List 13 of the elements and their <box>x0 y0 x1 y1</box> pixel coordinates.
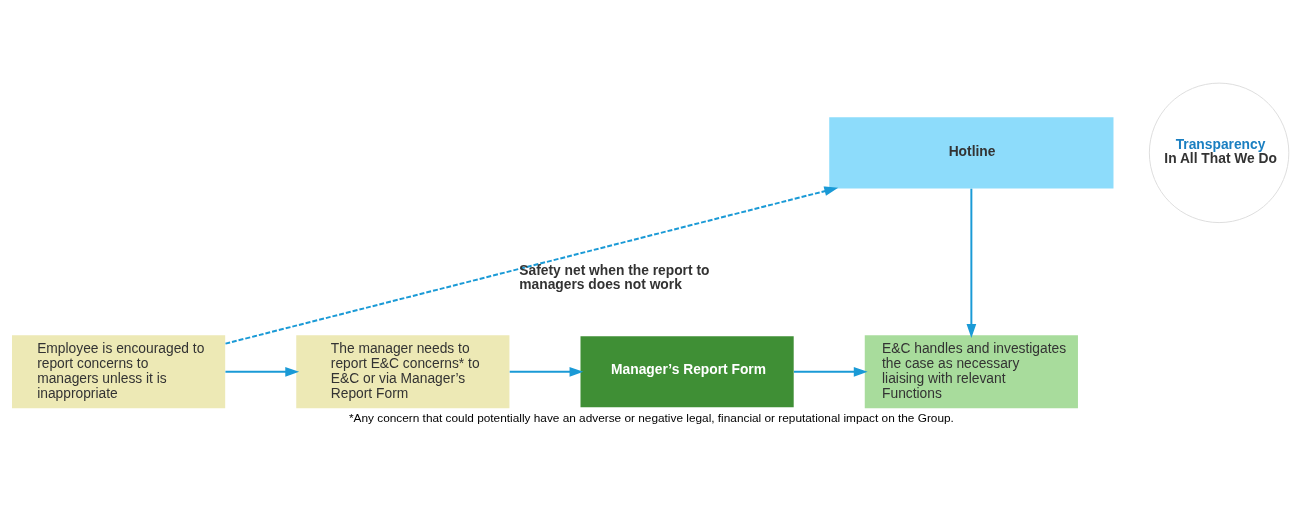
arrow <box>224 186 839 345</box>
node-box: Employee is encouraged to report concerns to managers unless it is inappropriate <box>12 335 226 409</box>
arrow <box>224 366 300 377</box>
caption: *Any concern that could potentially have an adverse or negative legal, financial or reputational impact on the Group. <box>348 410 954 425</box>
node-box: The manager needs to report E&C concerns* to E&C or via Manager’s Report Form <box>296 335 510 409</box>
edge-label: Safety net when the report to managers does not work <box>519 262 710 293</box>
arrow <box>793 366 868 377</box>
arrow <box>508 366 584 377</box>
node-circle: Transparency In All That We Do <box>1148 82 1290 224</box>
arrow <box>966 187 977 338</box>
node-box: Hotline <box>829 117 1114 189</box>
node-box: Manager’s Report Form <box>580 336 794 408</box>
node-box: E&C handles and investigates the case as necessary liaising with relevant Functions <box>864 335 1078 409</box>
